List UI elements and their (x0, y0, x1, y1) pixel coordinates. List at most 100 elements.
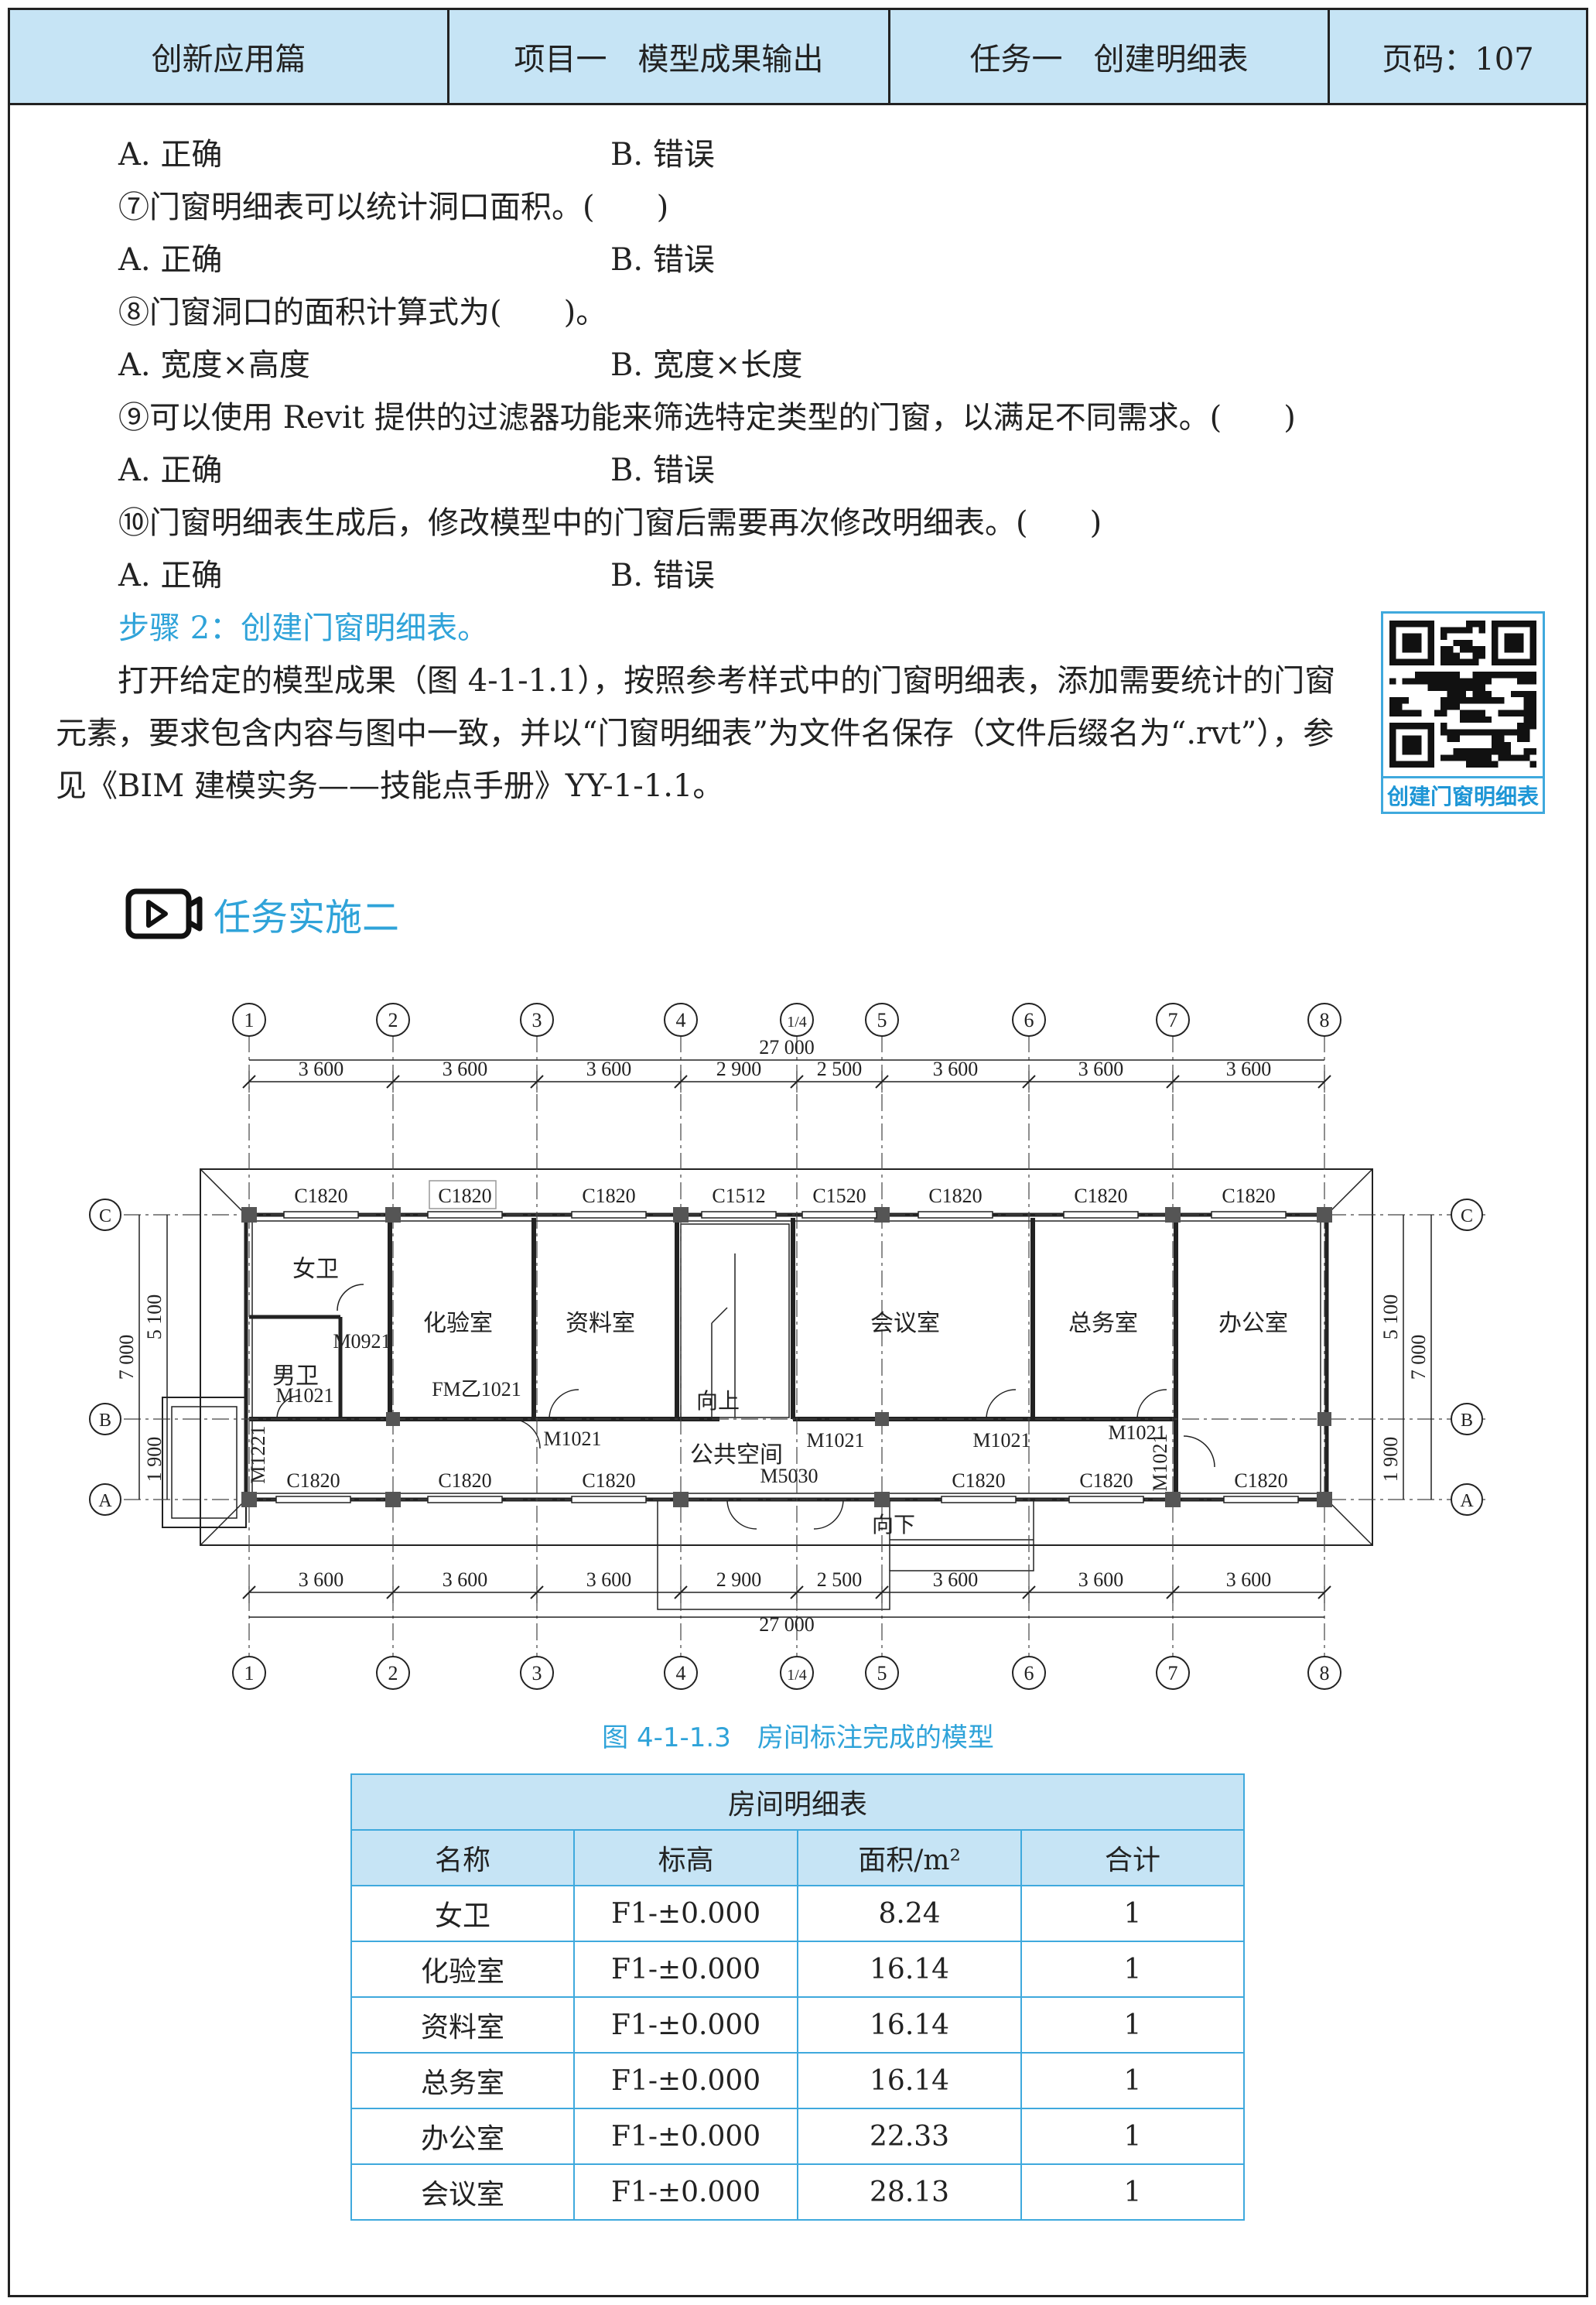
option-b: B. 错误 (610, 453, 715, 488)
room-label: 总务室 (1068, 1311, 1138, 1336)
axis-label: 1/4 (787, 1014, 807, 1031)
window-label: C1820 (928, 1185, 982, 1207)
room-label: 会议室 (870, 1311, 940, 1336)
dimension-label: 3 600 (933, 1058, 979, 1080)
dimension-label: 1 900 (1379, 1437, 1402, 1483)
step-2-paragraph-line: 打开给定的模型成果（图 4-1-1.1），按照参考样式中的门窗明细表，添加需要统… (56, 663, 1336, 699)
axis-label: 2 (388, 1009, 398, 1031)
axis-label: B (99, 1411, 111, 1431)
column (385, 1207, 401, 1223)
dimension-label: 3 600 (933, 1568, 979, 1591)
axis-label: C (1461, 1206, 1473, 1226)
window-mark (1211, 1211, 1287, 1219)
door-label: M1021 (806, 1429, 864, 1452)
axis-bubble (1012, 1003, 1046, 1037)
window-label: C1820 (582, 1185, 635, 1207)
door-label: M1021 (1149, 1433, 1171, 1491)
window-mark (801, 1211, 877, 1219)
room-label: 办公室 (1218, 1311, 1288, 1336)
table-cell: 8.24 (797, 1885, 1022, 1942)
table-cell: 28.13 (797, 2163, 1022, 2221)
window-mark (918, 1211, 993, 1219)
dimension-label: 3 600 (1078, 1058, 1124, 1080)
column (1317, 1492, 1332, 1507)
room-table-header: 合计 (1020, 1829, 1246, 1886)
window-label: C1820 (294, 1185, 347, 1207)
axis-label: 4 (676, 1662, 686, 1684)
qr-code-card[interactable]: 创建门窗明细表 (1381, 611, 1545, 814)
axis-bubble (865, 1656, 899, 1690)
window-mark (283, 1211, 359, 1219)
step-2-paragraph-line: 元素，要求包含内容与图中一致，并以“门窗明细表”为文件名保存（文件后缀名为“.r… (56, 716, 1335, 751)
column (1317, 1412, 1331, 1426)
table-cell: F1-±0.000 (572, 1996, 799, 2054)
table-cell: 16.14 (797, 1941, 1022, 1998)
axis-label: 6 (1024, 1009, 1034, 1031)
table-cell: 1 (1020, 1885, 1246, 1942)
dimension-label: 3 600 (1226, 1058, 1272, 1080)
qr-code-icon (1383, 614, 1543, 774)
door-label: M0921 (333, 1330, 391, 1353)
option-a: A. 正确 (118, 453, 223, 488)
option-a: A. 宽度×高度 (118, 347, 310, 383)
axis-bubble (1451, 1403, 1483, 1435)
window-mark (427, 1211, 503, 1219)
axis-bubble (1307, 1656, 1341, 1690)
table-cell: 22.33 (797, 2108, 1022, 2165)
table-cell: 女卫 (350, 1885, 575, 1942)
window-label: C1820 (1234, 1469, 1287, 1492)
window-label: C1820 (1222, 1185, 1275, 1207)
dimension-label: 3 600 (443, 1568, 488, 1591)
option-b: B. 错误 (610, 137, 715, 173)
column (874, 1492, 890, 1507)
window-mark (1068, 1496, 1144, 1503)
axis-label: C (99, 1206, 111, 1226)
table-cell: 1 (1020, 2052, 1246, 2109)
question-9: ⑨可以使用 Revit 提供的过滤器功能来筛选特定类型的门窗，以满足不同需求。(… (118, 400, 1296, 436)
window-mark (427, 1496, 503, 1503)
axis-bubble (520, 1003, 554, 1037)
axis-bubble (376, 1003, 410, 1037)
axis-bubble (232, 1656, 266, 1690)
window-label: C1520 (812, 1185, 866, 1207)
dimension-label: 3 600 (586, 1058, 632, 1080)
window-label: C1512 (712, 1185, 765, 1207)
table-cell: F1-±0.000 (572, 2108, 799, 2165)
option-a: A. 正确 (118, 242, 223, 278)
window-label: C1820 (582, 1469, 635, 1492)
dimension-label: 7 000 (115, 1335, 138, 1380)
table-cell: 16.14 (797, 1996, 1022, 2054)
column (385, 1492, 401, 1507)
stair-down-label: 向下 (872, 1513, 915, 1537)
window-label: C1820 (1079, 1469, 1133, 1492)
door-label: M1021 (543, 1428, 601, 1450)
dimension-total-label: 27 000 (759, 1613, 815, 1636)
question-10: ⑩门窗明细表生成后，修改模型中的门窗后需要再次修改明细表。( ) (118, 505, 1102, 541)
axis-bubble (376, 1656, 410, 1690)
room-table-header: 面积/m² (797, 1829, 1022, 1886)
axis-bubble (1012, 1656, 1046, 1690)
table-cell: 总务室 (350, 2052, 575, 2109)
header-page-number: 页码：107 (1382, 42, 1534, 77)
room-label: 女卫 (292, 1257, 339, 1282)
axis-label: 5 (877, 1662, 887, 1684)
axis-label: 6 (1024, 1662, 1034, 1684)
task-section-heading: 任务实施二 (125, 887, 399, 941)
window-mark (701, 1211, 777, 1219)
header-project: 项目一 模型成果输出 (449, 10, 890, 103)
axis-label: 7 (1168, 1009, 1178, 1031)
table-cell: 16.14 (797, 2052, 1022, 2109)
dimension-total-label: 27 000 (759, 1036, 815, 1058)
dimension-label: 7 000 (1407, 1335, 1430, 1380)
dimension-label: 3 600 (299, 1058, 344, 1080)
dimension-label: 2 900 (716, 1058, 762, 1080)
page-header: 创新应用篇 项目一 模型成果输出 任务一 创建明细表 页码：107 (8, 8, 1588, 105)
option-a: A. 正确 (118, 137, 223, 173)
room-label: 男卫 (272, 1363, 319, 1389)
column (1317, 1207, 1332, 1223)
axis-label: 4 (676, 1009, 686, 1031)
